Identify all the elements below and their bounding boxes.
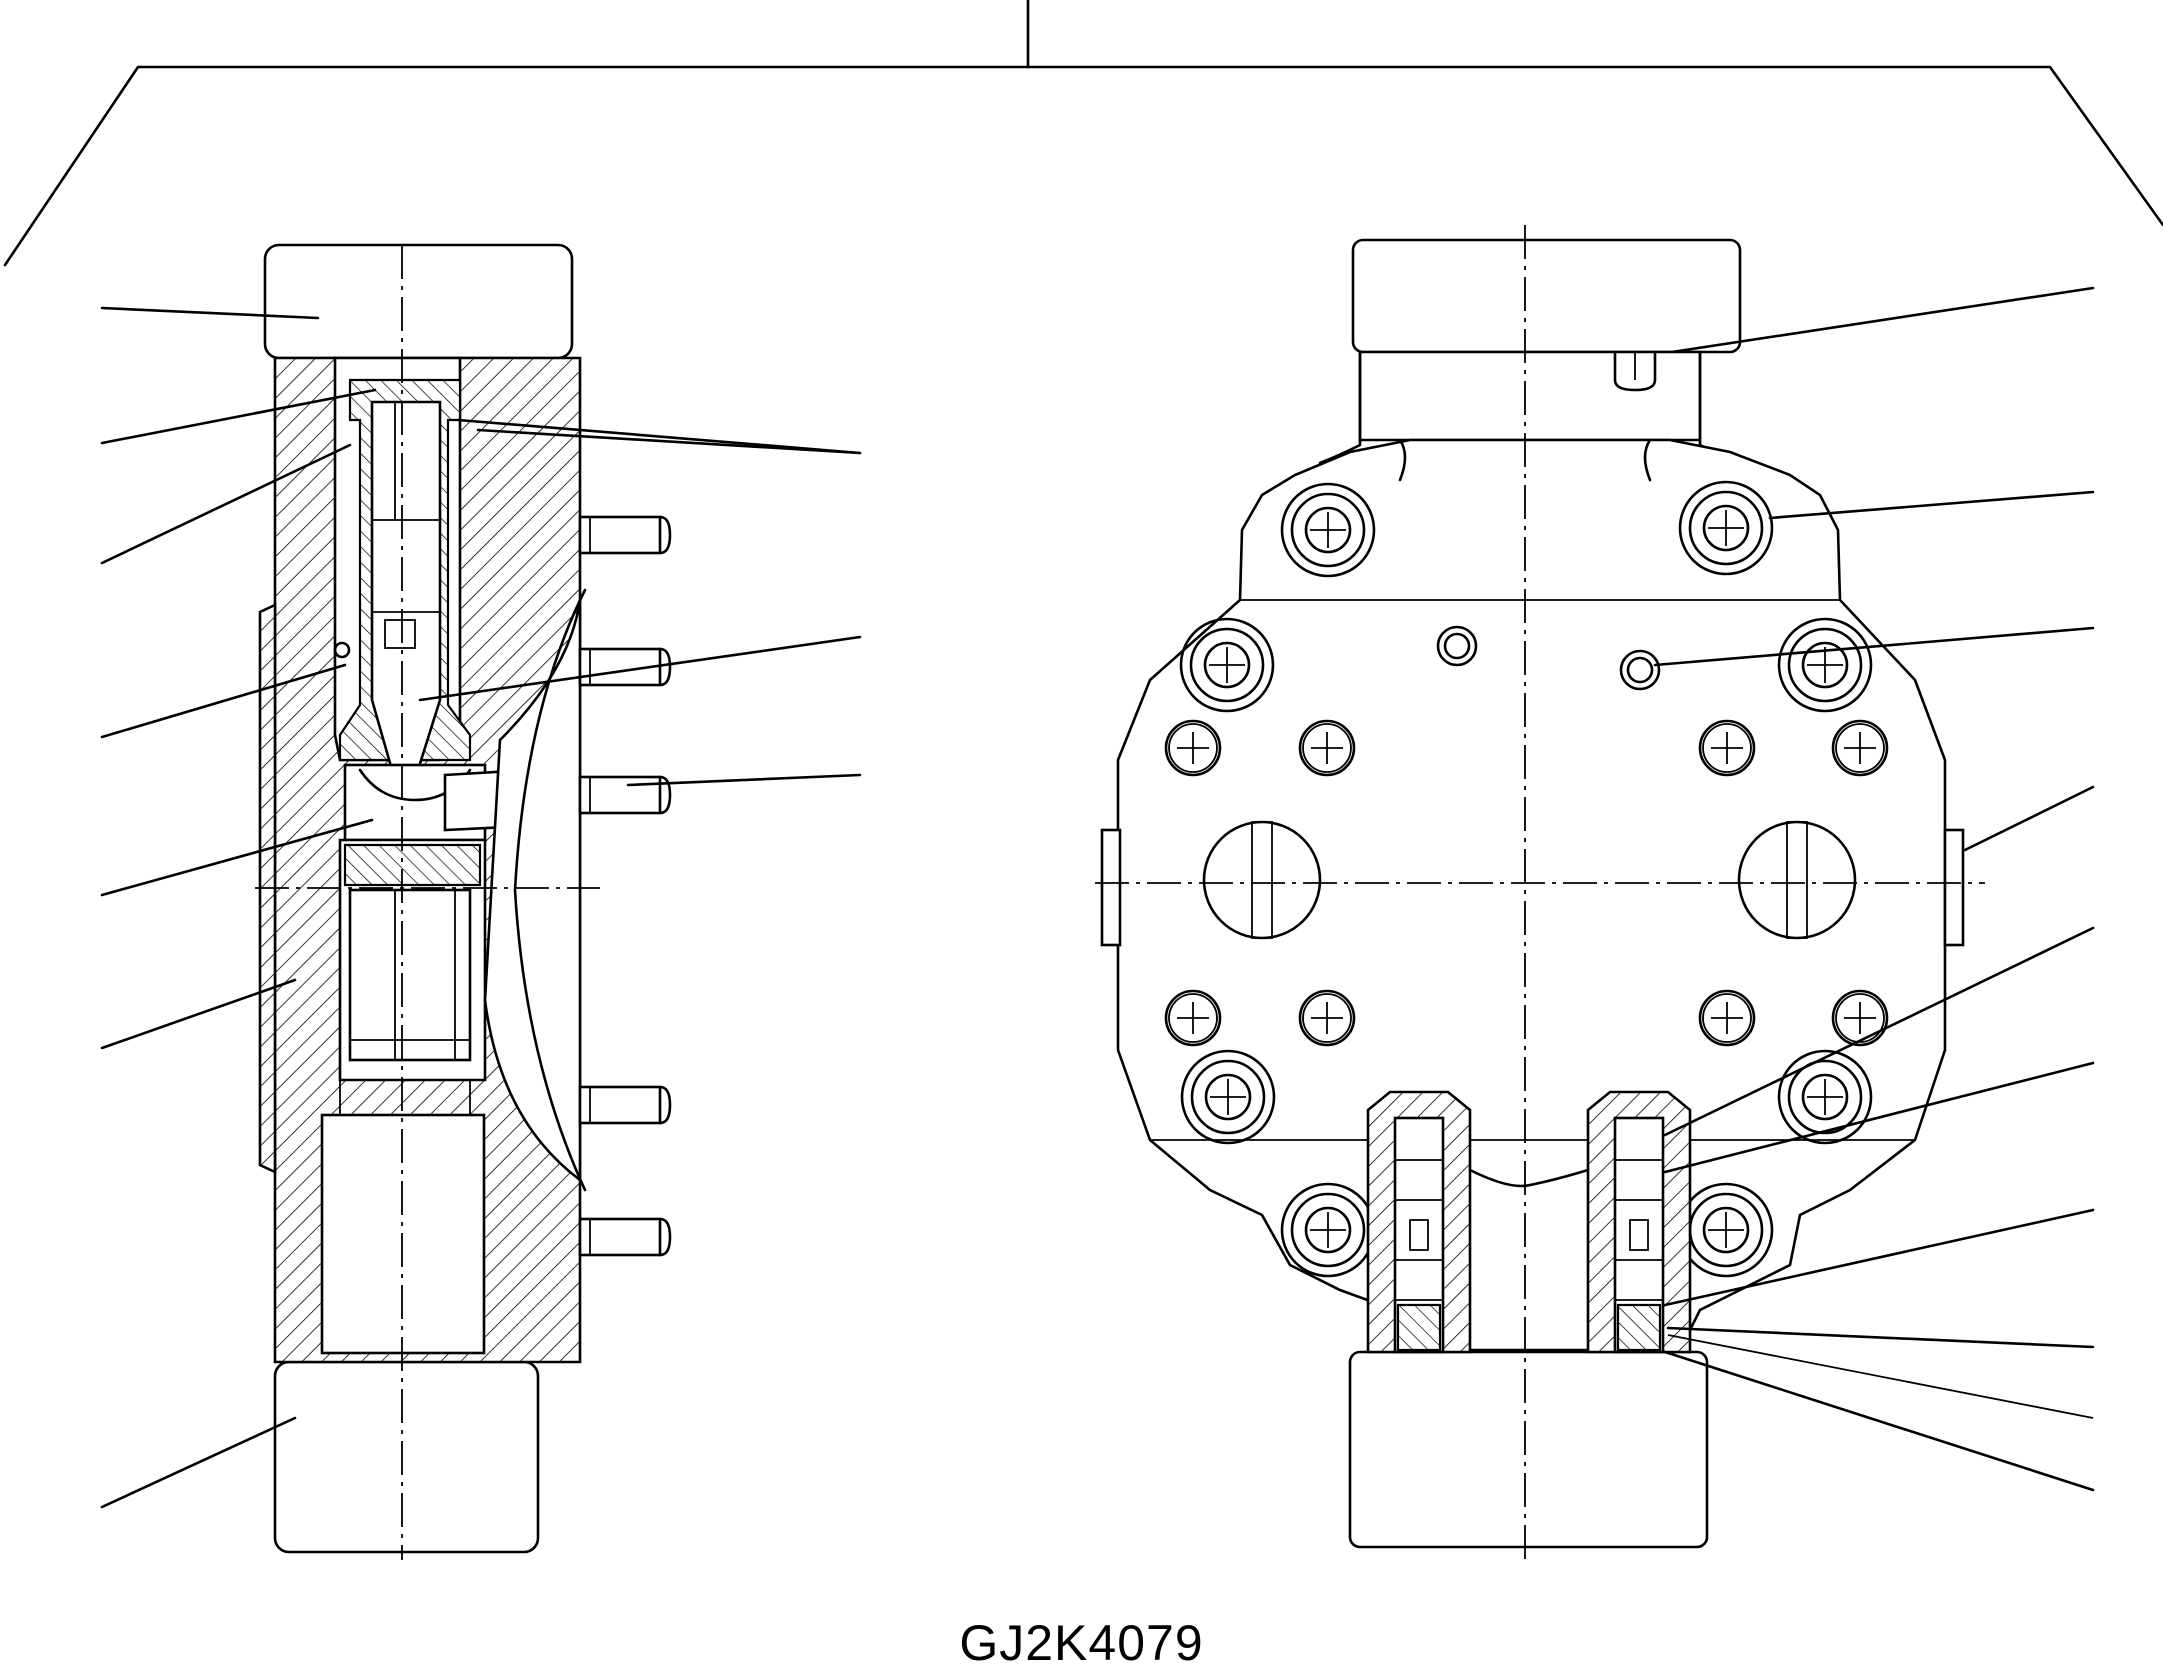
section-view	[255, 243, 672, 1560]
lower-spool	[343, 843, 482, 887]
callout-leader	[100, 286, 2095, 1509]
port-right	[1737, 820, 1857, 940]
bottom-end-block	[273, 1360, 540, 1554]
top-bracket-line	[3, 0, 2163, 267]
port-left	[1202, 820, 1322, 940]
drawing-code: GJ2K4079	[959, 1615, 1204, 1671]
end-face-body	[1116, 438, 1947, 1352]
bottom-flange-block	[1348, 1350, 1709, 1549]
end-view	[1095, 225, 1985, 1562]
top-end-block	[263, 243, 574, 360]
relief-valve-left	[1366, 1090, 1472, 1354]
relief-valve-right	[1586, 1090, 1692, 1354]
top-flange-block	[1351, 238, 1742, 354]
